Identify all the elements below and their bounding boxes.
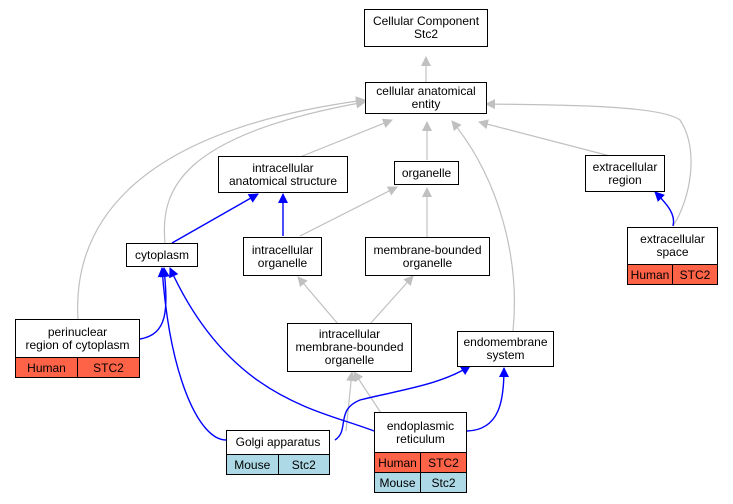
node-cellular-anatomical-entity[interactable]: cellular anatomical entity [365,82,487,114]
node-label: perinuclear region of cytoplasm [25,324,130,352]
edge-cytoplasm-ias [171,193,259,244]
gene-cell: Stc2 [277,455,330,474]
edge-perinuc-cytoplasm [139,267,170,340]
node-label: intracellular anatomical structure [228,160,338,188]
node-cellular-component[interactable]: Cellular Component Stc2 [364,9,488,47]
edge-golgi-endomem [334,365,471,441]
edge-ias-cae [299,118,393,158]
node-cytoplasm[interactable]: cytoplasm [126,243,198,267]
node-label: endomembrane system [463,335,548,362]
edge-exreg-cae [478,119,611,157]
edge-cytoplasm-cae [163,98,366,244]
edge-er-endomem [466,367,509,432]
edge-exspace-cae [485,99,692,227]
node-intracellular-organelle[interactable]: intracellular organelle [243,237,322,276]
annotation-row-mouse: Mouse Stc2 [227,454,329,474]
gene-cell: STC2 [672,265,717,284]
node-intracellular-membrane-bounded-organelle[interactable]: intracellular membrane-bounded organelle [287,323,412,372]
annotation-row-human: Human STC2 [375,452,466,472]
node-extracellular-region[interactable]: extracellular region [585,155,665,192]
node-intracellular-anatomical-structure[interactable]: intracellular anatomical structure [218,156,348,193]
species-cell: Mouse [234,457,271,472]
annotation-row-human: Human STC2 [16,357,139,377]
species-cell: Human [630,267,670,282]
node-label: organelle [401,165,452,180]
edge-imbo-mbo [369,275,414,325]
node-label: extracellular region [592,159,658,187]
node-label: cytoplasm [134,247,190,262]
edge-endomem-cae [451,120,515,332]
node-endomembrane-system[interactable]: endomembrane system [457,331,554,367]
annotation-row-mouse: Mouse Stc2 [375,472,466,492]
node-organelle[interactable]: organelle [394,161,459,185]
node-label: Golgi apparatus [235,435,321,449]
gene-cell: Stc2 [420,473,466,492]
node-label: membrane-bounded organelle [373,242,482,270]
edge-exspace-exreg [654,191,675,227]
node-endoplasmic-reticulum[interactable]: endoplasmic reticulum Human STC2 Mouse S… [374,412,467,493]
edge-golgi-cytoplasm [157,267,227,441]
species-cell: Human [27,360,66,375]
gene-cell: STC2 [77,358,139,377]
node-label: cellular anatomical entity [376,84,476,111]
node-perinuclear-region[interactable]: perinuclear region of cytoplasm Human ST… [15,319,140,378]
node-golgi-apparatus[interactable]: Golgi apparatus Mouse Stc2 [226,430,330,475]
edge-perinuc-cae [77,96,366,321]
edge-icorg-organelle [299,186,398,237]
edge-imbo-icorg [297,276,339,325]
species-cell: Human [378,455,417,470]
edge-er-cytoplasm [169,267,375,432]
node-label: Cellular Component Stc2 [372,14,480,41]
node-membrane-bounded-organelle[interactable]: membrane-bounded organelle [365,237,490,276]
edge-er-imbo [353,371,382,414]
species-cell: Mouse [379,475,416,490]
node-label: extracellular space [640,232,705,259]
annotation-row-human: Human STC2 [628,264,717,284]
node-label: endoplasmic reticulum [386,418,455,446]
node-extracellular-space[interactable]: extracellular space Human STC2 [627,227,718,285]
gene-cell: STC2 [420,453,466,472]
node-label: intracellular membrane-bounded organelle [295,327,404,367]
node-label: intracellular organelle [251,242,314,270]
